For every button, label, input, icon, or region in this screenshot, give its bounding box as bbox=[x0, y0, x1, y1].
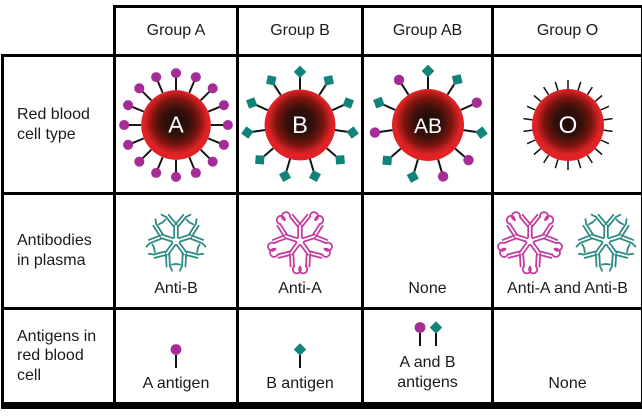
corner-cell bbox=[3, 7, 115, 56]
a-antigen-icon bbox=[164, 336, 188, 374]
red-blood-cell-ab-graphic: AB bbox=[364, 57, 491, 192]
a-and-b-antigen-icon bbox=[408, 314, 448, 352]
cell-antibodies-group-a: Anti-B bbox=[115, 194, 238, 309]
cell-rbc-group-o: O bbox=[493, 56, 642, 194]
red-blood-cell-a-graphic: A bbox=[116, 57, 236, 192]
red-blood-cell-row: Red blood cell type A B bbox=[3, 56, 642, 194]
row-header-antibodies-in-plasma: Antibodies in plasma bbox=[3, 194, 115, 309]
antibody-label: Anti-A bbox=[278, 280, 322, 298]
header-row: Group A Group B Group AB Group O bbox=[3, 7, 642, 56]
antibody-label: Anti-A and Anti-B bbox=[507, 280, 628, 298]
svg-text:A: A bbox=[168, 111, 184, 137]
blood-groups-table: Group A Group B Group AB Group O Red blo… bbox=[1, 5, 642, 409]
cell-rbc-group-b: B bbox=[238, 56, 363, 194]
b-antigen-icon bbox=[288, 336, 312, 374]
antigens-row: Antigens in red blood cell A antigen B a… bbox=[3, 309, 642, 406]
cell-antigens-group-a: A antigen bbox=[115, 309, 238, 406]
cell-antibodies-group-b: Anti-A bbox=[238, 194, 363, 309]
column-header-group-o: Group O bbox=[493, 7, 642, 56]
row-header-antigens-in-red-blood-cell: Antigens in red blood cell bbox=[3, 309, 115, 406]
antigen-label: A and B antigens bbox=[382, 353, 474, 393]
red-blood-cell-o-graphic: O bbox=[494, 57, 641, 192]
svg-text:O: O bbox=[558, 112, 577, 139]
cell-antigens-group-b: B antigen bbox=[238, 309, 363, 406]
anti-a-antibody-icon bbox=[263, 204, 337, 278]
row-header-red-blood-cell-type: Red blood cell type bbox=[3, 56, 115, 194]
svg-text:B: B bbox=[292, 112, 308, 138]
red-blood-cell-b-graphic: B bbox=[239, 57, 361, 192]
antigen-label: B antigen bbox=[266, 375, 334, 393]
antibodies-row: Antibodies in plasma bbox=[3, 194, 642, 309]
antigen-label: None bbox=[548, 375, 586, 393]
cell-antibodies-group-o: Anti-A and Anti-B bbox=[493, 194, 642, 309]
antibody-label: Anti-B bbox=[154, 280, 198, 298]
column-header-group-b: Group B bbox=[238, 7, 363, 56]
cell-antigens-group-o: None bbox=[493, 309, 642, 406]
antigen-label: A antigen bbox=[143, 375, 210, 393]
column-header-group-a: Group A bbox=[115, 7, 238, 56]
anti-b-antibody-icon bbox=[139, 204, 213, 278]
column-header-group-ab: Group AB bbox=[363, 7, 493, 56]
cell-antigens-group-ab: A and B antigens bbox=[363, 309, 493, 406]
cell-rbc-group-ab: AB bbox=[363, 56, 493, 194]
antibody-label: None bbox=[408, 280, 446, 298]
anti-a-and-anti-b-antibody-icon bbox=[493, 204, 642, 278]
svg-text:AB: AB bbox=[413, 115, 441, 138]
cell-rbc-group-a: A bbox=[115, 56, 238, 194]
cell-antibodies-group-ab: None bbox=[363, 194, 493, 309]
